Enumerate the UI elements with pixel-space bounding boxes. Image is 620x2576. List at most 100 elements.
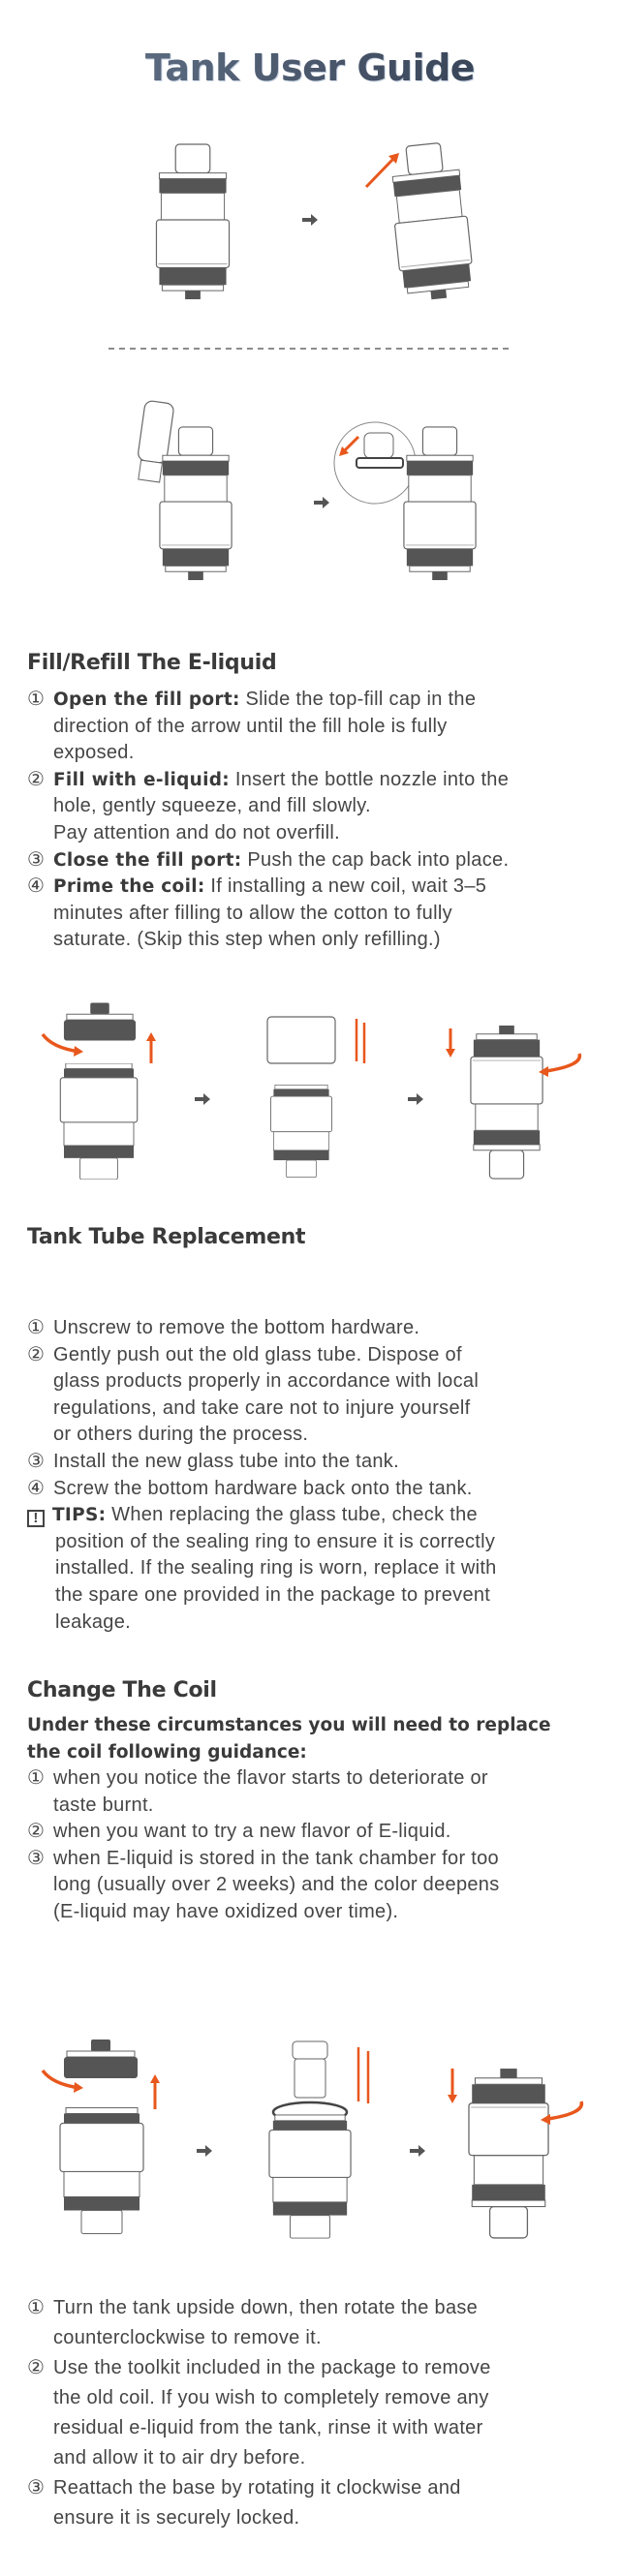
next-arrow-icon [314,497,329,508]
step-number: ③ [27,1847,46,1869]
slide-arrow-icon [388,153,399,164]
list-item-line: and allow it to air dry before. [27,2443,608,2473]
list-item-line: saturate. (Skip this step when only refi… [27,927,608,954]
list-item: ① Open the fill port: Slide the top-fill … [27,687,608,714]
list-item-line: regulations, and take care not to injure… [27,1395,608,1423]
coil-heading: Change The Coil [27,1678,217,1702]
step-text: Turn the tank upside down, then rotate t… [53,2297,479,2318]
step-text: minutes after filling to allow the cotto… [53,902,452,924]
step-number: ④ [27,875,46,898]
list-item-line: counterclockwise to remove it. [27,2323,608,2353]
tank-closed-image [403,426,477,581]
tank-closed-image [155,143,231,300]
step-text: Use the toolkit included in the package … [53,2357,491,2378]
list-item-line: hole, gently squeeze, and fill slowly. [27,793,608,820]
list-item: ③ when E-liquid is stored in the tank cha… [27,1846,608,1873]
tips-line: installed. If the sealing ring is worn, … [27,1555,608,1582]
step-number: ② [27,1821,46,1843]
step-text: and allow it to air dry before. [53,2447,306,2469]
rotate-arrow-icon [74,1046,83,1057]
tank-assembled-image [470,1025,543,1180]
step-text: Push the cap back into place. [241,848,510,871]
step-number: ② [27,768,46,790]
step-text: (E-liquid may have oxidized over time). [53,1900,399,1922]
list-item: ① Turn the tank upside down, then rotate … [27,2293,608,2323]
tube-heading: Tank Tube Replacement [27,1225,306,1249]
coil-image [292,2040,328,2060]
bottom-cap-image [63,1002,137,1042]
step-number: ① [27,689,46,710]
tips-text: leakage. [55,1610,132,1633]
next-arrow-icon [302,214,318,226]
step-number: ① [27,1317,46,1338]
step-text: glass products properly in accordance wi… [53,1370,480,1393]
list-item: ② when you want to try a new flavor of E-… [27,1819,608,1846]
tips-text: When replacing the glass tube, check the [106,1504,478,1526]
step-text: hole, gently squeeze, and fill slowly. [53,795,371,817]
step-text: or others during the process. [53,1424,309,1446]
tips-line: the spare one provided in the package to… [27,1582,608,1610]
step-label: Fill with e-liquid: [53,769,230,790]
step-label: Open the fill port: [53,690,240,710]
page-title: Tank User Guide [0,46,620,89]
step-text: taste burnt. [53,1794,154,1816]
step-number: ③ [27,1450,46,1472]
step-label: Close the fill port: [53,849,242,871]
step-text: ensure it is securely locked. [53,2507,300,2529]
fill-steps: ① Open the fill port: Slide the top-fill … [27,687,608,954]
glass-tube-image [266,1016,336,1064]
tips-text: position of the sealing ring to ensure i… [55,1530,496,1552]
list-item-line: the old coil. If you wish to completely … [27,2383,608,2413]
step-text: Gently push out the old glass tube. Disp… [53,1343,462,1365]
coil-intro: Under these circumstances you will need … [27,1715,551,1763]
tips-text: installed. If the sealing ring is worn, … [55,1557,497,1579]
list-item-line: Pay attention and do not overfill. [27,820,608,847]
step-text: when you want to try a new flavor of E-l… [53,1821,451,1843]
step-text: counterclockwise to remove it. [53,2327,322,2348]
tank-inverted-image [59,2106,144,2235]
step-text: the old coil. If you wish to completely … [53,2387,489,2408]
next-arrow-icon [408,1093,423,1105]
fill-heading: Fill/Refill The E-liquid [27,651,277,675]
list-item: ③ Close the fill port: Push the cap back … [27,847,608,874]
list-item: ① Unscrew to remove the bottom hardware. [27,1315,608,1342]
step-text: regulations, and take care not to injure… [53,1396,471,1419]
list-item-line: glass products properly in accordance wi… [27,1368,608,1395]
list-item-line: taste burnt. [27,1793,608,1820]
step-text: Install the new glass tube into the tank… [53,1450,399,1472]
step-text: when E-liquid is stored in the tank cham… [53,1847,499,1869]
step-text: Unscrew to remove the bottom hardware. [53,1317,420,1338]
next-arrow-icon [197,2145,212,2157]
step-number: ② [27,1343,46,1365]
step-text: direction of the arrow until the fill ho… [53,715,448,737]
bottle-image [138,400,174,483]
step-label: Prime the coil: [53,876,205,898]
list-item-line: residual e-liquid from the tank, rinse i… [27,2413,608,2443]
step-text: Screw the bottom hardware back onto the … [53,1477,473,1499]
step-text: saturate. (Skip this step when only refi… [53,929,441,951]
step-number: ① [27,2297,46,2318]
step-text: long (usually over 2 weeks) and the colo… [53,1874,500,1896]
list-item-line: exposed. [27,740,608,767]
up-arrow-icon [146,1032,156,1041]
step-text: Slide the top-fill cap in the [239,689,477,710]
tank-inverted-image [59,1063,139,1180]
tips-line: leakage. [27,1610,608,1637]
step-number: ③ [27,848,46,871]
tips-text: the spare one provided in the package to… [55,1583,491,1606]
step-text: exposed. [53,742,135,764]
list-item: ③ Install the new glass tube into the tan… [27,1449,608,1476]
next-arrow-icon [410,2145,425,2157]
tips-label: TIPS: [52,1505,107,1526]
warning-icon: ! [27,1510,45,1528]
step-text: Pay attention and do not overfill. [53,821,340,843]
tips: ! TIPS: When replacing the glass tube, ch… [27,1502,608,1529]
step-number: ① [27,1767,46,1789]
list-item-line: ensure it is securely locked. [27,2503,608,2533]
